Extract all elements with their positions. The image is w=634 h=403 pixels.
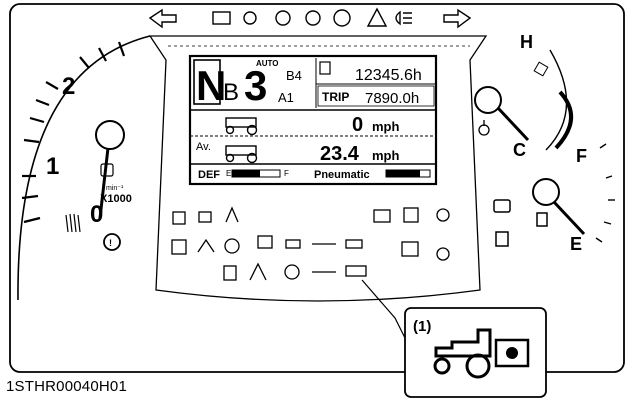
fuel-needle-hub <box>532 178 560 206</box>
indicator-icon <box>197 238 215 253</box>
indicator-icon <box>223 265 237 281</box>
temperature-gauge: H C <box>474 32 574 160</box>
top-warning-icons <box>148 7 472 29</box>
callout-leader-line <box>361 279 407 341</box>
lcd-shift-label: B4 <box>286 68 302 83</box>
center-bezel <box>148 35 488 302</box>
lcd-avg-label: Av. <box>196 141 211 153</box>
fuel-pump-icon <box>536 212 548 227</box>
tach-needle <box>98 147 110 219</box>
fuel-full-label: F <box>576 146 587 166</box>
arrow-right-icon <box>443 8 472 29</box>
battery-icon <box>212 11 231 25</box>
lcd-trip-label: TRIP <box>322 90 349 104</box>
tach-mark-1: 1 <box>46 153 59 180</box>
lcd-speed-1: 0 <box>352 114 363 136</box>
temp-needle <box>496 106 530 142</box>
lcd-auto-label: AUTO <box>256 59 279 68</box>
figure-code: 1STHR00040H01 <box>6 378 128 395</box>
tach-unit-bottom: X1000 <box>100 193 132 205</box>
lcd-def-label: DEF <box>198 169 220 181</box>
lcd-mode-icon <box>319 61 331 75</box>
lcd-speed-unit-2: mph <box>372 148 400 163</box>
arrow-left-icon <box>148 8 177 29</box>
oil-pressure-icon <box>243 11 257 25</box>
temp-hot-label: H <box>520 32 533 52</box>
fuel-needle <box>552 200 586 236</box>
lcd-hours: 12345.6h <box>355 67 422 84</box>
tachometer: 0 1 2 min⁻¹ X1000 ! <box>17 35 151 301</box>
svg-text:!: ! <box>109 238 112 248</box>
callout-label: (1) <box>413 318 432 335</box>
headlight-icon <box>395 10 412 26</box>
indicator-icon <box>436 247 450 261</box>
lcd-shift-sub: A1 <box>278 90 294 105</box>
indicator-icon <box>225 206 239 223</box>
indicator-icon <box>284 264 300 280</box>
panel-frame <box>9 3 625 373</box>
coolant-temp-icon <box>478 120 490 136</box>
lcd-def-full: F <box>284 169 289 178</box>
lcd-speed-2: 23.4 <box>320 143 360 165</box>
lcd-tractor-icon-1 <box>225 117 258 136</box>
indicator-icon <box>172 211 186 225</box>
lcd-def-empty: E <box>226 169 231 178</box>
temp-needle-hub <box>474 86 502 114</box>
hazard-icon <box>366 7 388 27</box>
lcd-range-letter: N <box>196 62 226 109</box>
lcd-display: N B 3 AUTO B4 A1 12345.6h TRIP 7890.0h 0… <box>188 54 438 186</box>
indicator-icon <box>249 262 267 281</box>
indicator-icon <box>401 241 419 257</box>
indicator-icon <box>345 265 367 277</box>
lcd-pneumatic-label: Pneumatic <box>314 169 370 181</box>
fuel-empty-label: E <box>570 234 582 254</box>
fuel-gauge: F E <box>493 143 615 254</box>
engine-warning-icon <box>275 10 291 26</box>
fuel-icon <box>495 231 509 247</box>
indicator-icon <box>198 211 212 223</box>
indicator-icon <box>171 239 187 255</box>
indicator-icon <box>224 238 240 254</box>
def-tank-icon <box>493 199 511 213</box>
indicator-icon-grid <box>171 206 450 281</box>
lcd-tractor-icon-2 <box>225 145 258 164</box>
parking-brake-icon <box>305 10 321 26</box>
indicator-icon <box>403 207 419 223</box>
stop-icon <box>333 9 351 27</box>
lcd-gear: 3 <box>244 62 267 109</box>
indicator-icon <box>436 208 450 222</box>
tach-unit-top: min⁻¹ <box>106 185 124 192</box>
lcd-trip-value: 7890.0h <box>365 90 419 107</box>
indicator-icon <box>257 235 273 249</box>
tach-mark-2: 2 <box>62 73 75 100</box>
indicator-icon <box>345 239 363 249</box>
lcd-speed-unit-1: mph <box>372 119 400 134</box>
temp-cold-label: C <box>513 140 526 160</box>
tractor-gear-icon <box>433 328 530 379</box>
indicator-icon <box>373 209 391 223</box>
engine-speed-icon <box>100 163 114 177</box>
indicator-icon <box>285 239 301 249</box>
tach-needle-hub <box>95 120 125 150</box>
callout-box <box>404 307 547 398</box>
lcd-range-small: B <box>223 79 239 106</box>
parking-brake-indicator-icon: ! <box>103 233 121 251</box>
